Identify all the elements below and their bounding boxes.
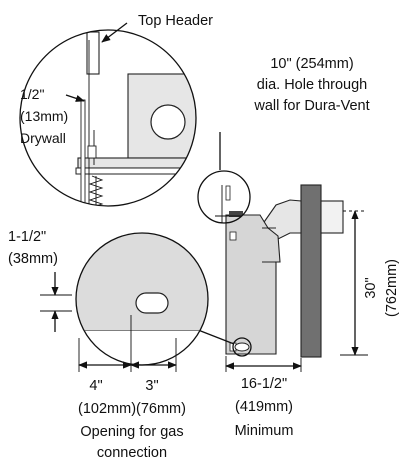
min-width-inch-label: 16-1/2" — [241, 376, 287, 392]
drywall-word-label: Drywall — [20, 130, 66, 146]
top-header-block — [86, 31, 100, 75]
top-detail-circle — [19, 29, 197, 207]
drywall-mm-label: (13mm) — [20, 108, 68, 124]
labels: Top Header 1/2" (13mm) Drywall 10" (254m… — [8, 13, 400, 461]
width-mm-label: (102mm)(76mm) — [78, 401, 186, 417]
width-4-label: 4" — [89, 378, 102, 394]
vent-height-inch-label: 30" — [363, 277, 379, 298]
height-mm-label: (38mm) — [8, 251, 58, 267]
opening-line2: connection — [97, 445, 167, 461]
nailing-flange — [77, 157, 196, 169]
drywall-leader — [65, 94, 85, 102]
top-header-label: Top Header — [138, 13, 213, 29]
hole-line1: 10" (254mm) — [270, 56, 353, 72]
wall-section — [300, 184, 322, 358]
min-width-mm-label: (419mm) — [235, 399, 293, 415]
vent-hole-icon — [150, 104, 186, 140]
vent-termination — [320, 200, 344, 234]
drywall-inch-label: 1/2" — [20, 86, 44, 102]
gas-opening-slot — [135, 292, 169, 314]
height-inch-label: 1-1/2" — [8, 229, 46, 245]
bottom-detail-circle — [75, 232, 209, 366]
gas-inlet-callout — [232, 337, 252, 357]
hole-line3: wall for Dura-Vent — [253, 98, 369, 114]
small-detail-circle — [197, 132, 251, 224]
min-width-word-label: Minimum — [235, 423, 294, 439]
width-3-label: 3" — [145, 378, 158, 394]
small-circle-outline — [197, 170, 251, 224]
top-circle-outline — [19, 29, 197, 207]
small-bracket — [229, 231, 237, 241]
hole-line2: dia. Hole through — [257, 77, 367, 93]
top-header-leader — [101, 22, 128, 43]
dimension-lines — [40, 22, 368, 372]
fireplace-side-view — [192, 184, 365, 358]
gas-inlet-icon — [234, 342, 250, 352]
vent-height-mm-label: (762mm) — [384, 259, 400, 317]
fireplace-body — [225, 214, 281, 355]
opening-line1: Opening for gas — [80, 424, 183, 440]
